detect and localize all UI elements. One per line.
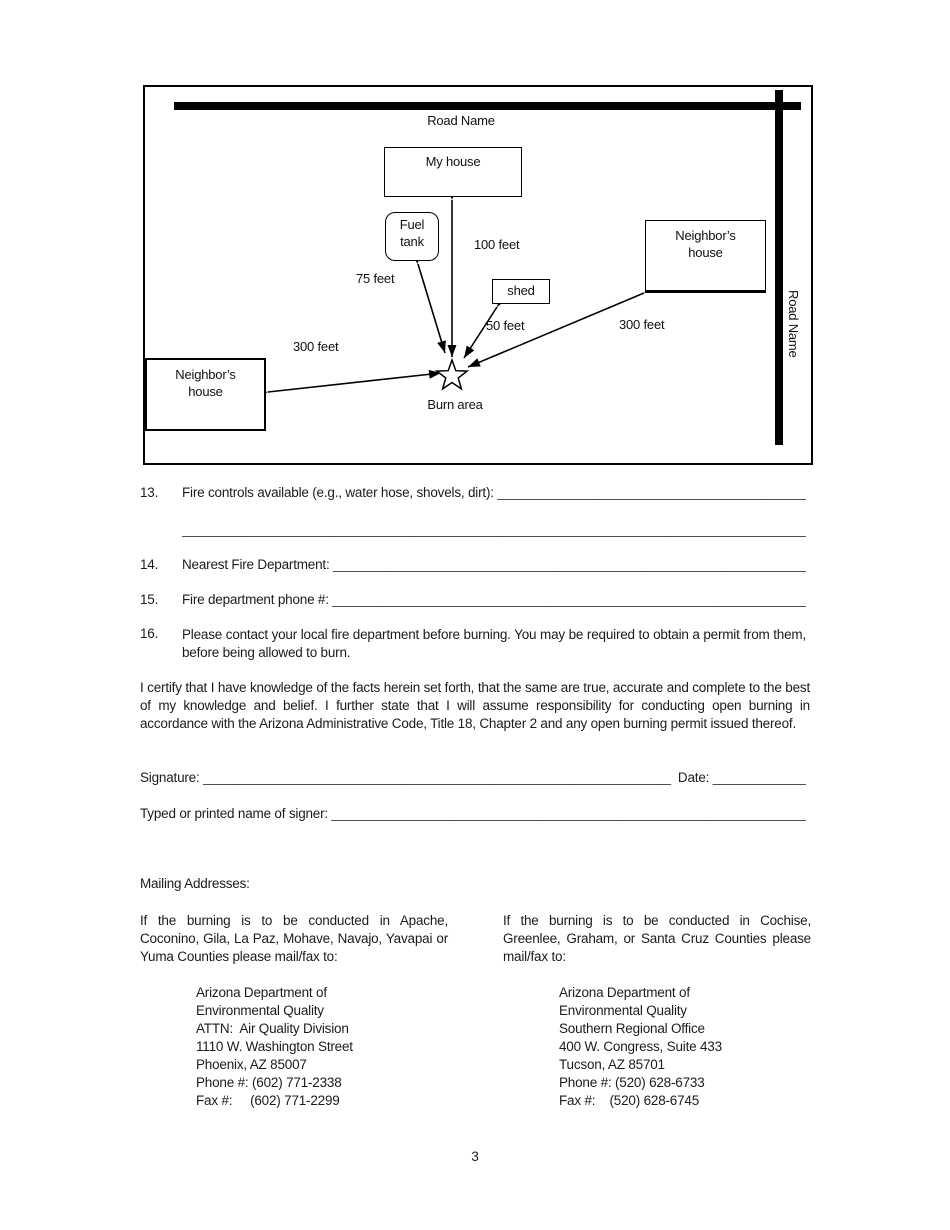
- fuel-tank-box: Fuel tank: [385, 212, 439, 261]
- my-house-box: My house: [384, 147, 522, 197]
- address-line: 400 W. Congress, Suite 433: [559, 1039, 722, 1054]
- typed-name-row: Typed or printed name of signer: _______…: [140, 805, 806, 822]
- mailing-left-address: Arizona Department of Environmental Qual…: [196, 984, 353, 1110]
- road-right: [775, 90, 783, 445]
- item-14-label: Nearest Fire Department:: [182, 557, 334, 572]
- mailing-addresses-heading: Mailing Addresses:: [140, 876, 250, 891]
- date-blank-line: ___________________: [712, 770, 806, 785]
- address-line: Fax #: (520) 628-6745: [559, 1093, 700, 1108]
- address-line: Environmental Quality: [559, 1003, 687, 1018]
- address-line: Arizona Department of: [196, 985, 327, 1000]
- item-15-number: 15.: [140, 592, 159, 607]
- shed-box: shed: [492, 279, 550, 304]
- item-15-label: Fire department phone #:: [182, 592, 333, 607]
- shed-label: shed: [507, 283, 535, 298]
- neighbor-left-label-line1: Neighbor’s: [175, 367, 236, 382]
- fuel-tank-label-line1: Fuel: [399, 217, 425, 232]
- distance-label-fuel-tank: 75 feet: [356, 271, 395, 286]
- item-13-number: 13.: [140, 485, 159, 500]
- distance-label-my-house: 100 feet: [474, 237, 520, 252]
- neighbor-left-box: Neighbor’s house: [145, 358, 266, 431]
- signature-label: Signature:: [140, 770, 204, 785]
- road-top: [174, 102, 801, 110]
- typed-name-blank-line: ________________________________________…: [331, 806, 806, 821]
- item-14-blank-line: ________________________________________…: [333, 557, 806, 572]
- neighbor-right-label-line2: house: [688, 245, 723, 260]
- address-line: Fax #: (602) 771-2299: [196, 1093, 340, 1108]
- distance-label-neighbor-left: 300 feet: [293, 339, 339, 354]
- neighbor-right-box: Neighbor’s house: [645, 220, 766, 293]
- distance-label-shed: 50 feet: [486, 318, 525, 333]
- address-line: 1110 W. Washington Street: [196, 1039, 353, 1054]
- certification-paragraph: I certify that I have knowledge of the f…: [140, 680, 810, 731]
- item-13-continuation-row: ________________________________________…: [182, 521, 806, 538]
- burn-site-diagram: Road Name Road Name My house Fuel tank s…: [143, 85, 813, 465]
- item-16-text: Please contact your local fire departmen…: [182, 627, 806, 660]
- burn-area-label: Burn area: [427, 397, 483, 412]
- neighbor-right-label-line1: Neighbor’s: [675, 228, 736, 243]
- item-15-row: 15. Fire department phone #: ____________…: [140, 591, 806, 608]
- item-14-number: 14.: [140, 557, 159, 572]
- address-line: Environmental Quality: [196, 1003, 324, 1018]
- arrow-burn-to-fuel-tank: [410, 251, 446, 354]
- address-line: Phone #: (520) 628-6733: [559, 1075, 705, 1090]
- neighbor-left-label-line2: house: [188, 384, 223, 399]
- date-label: Date:: [670, 770, 713, 785]
- item-13-blank-line: ________________________________________…: [497, 485, 806, 500]
- address-line: Southern Regional Office: [559, 1021, 705, 1036]
- arrow-burn-to-neighbor-left: [255, 369, 442, 398]
- mailing-left-intro: If the burning is to be conducted in Apa…: [140, 913, 448, 964]
- item-13-blank-line-2: ________________________________________…: [182, 522, 806, 537]
- address-line: ATTN: Air Quality Division: [196, 1021, 349, 1036]
- address-line: Arizona Department of: [559, 985, 690, 1000]
- typed-name-label: Typed or printed name of signer:: [140, 806, 332, 821]
- item-16-number: 16.: [140, 626, 159, 641]
- signature-blank-line: ________________________________________…: [203, 770, 671, 785]
- burn-area-star-icon: [434, 357, 470, 391]
- item-16-row: 16. Please contact your local fire depar…: [140, 626, 810, 662]
- address-line: Phone #: (602) 771-2338: [196, 1075, 342, 1090]
- distance-label-neighbor-right: 300 feet: [619, 317, 665, 332]
- mailing-right-address: Arizona Department of Environmental Qual…: [559, 984, 722, 1110]
- fuel-tank-label-line2: tank: [400, 234, 424, 249]
- address-line: Tucson, AZ 85701: [559, 1057, 665, 1072]
- my-house-label: My house: [425, 154, 481, 169]
- signature-row: Signature: _____________________________…: [140, 769, 806, 786]
- road-right-label: Road Name: [786, 290, 801, 358]
- page-number: 3: [471, 1149, 479, 1164]
- item-15-blank-line: ________________________________________…: [332, 592, 806, 607]
- item-13-label: Fire controls available (e.g., water hos…: [182, 485, 498, 500]
- item-13-row: 13. Fire controls available (e.g., water …: [140, 484, 806, 501]
- item-14-row: 14. Nearest Fire Department: ____________…: [140, 556, 806, 573]
- road-top-label: Road Name: [427, 113, 495, 128]
- address-line: Phoenix, AZ 85007: [196, 1057, 307, 1072]
- mailing-right-intro: If the burning is to be conducted in Coc…: [503, 913, 811, 964]
